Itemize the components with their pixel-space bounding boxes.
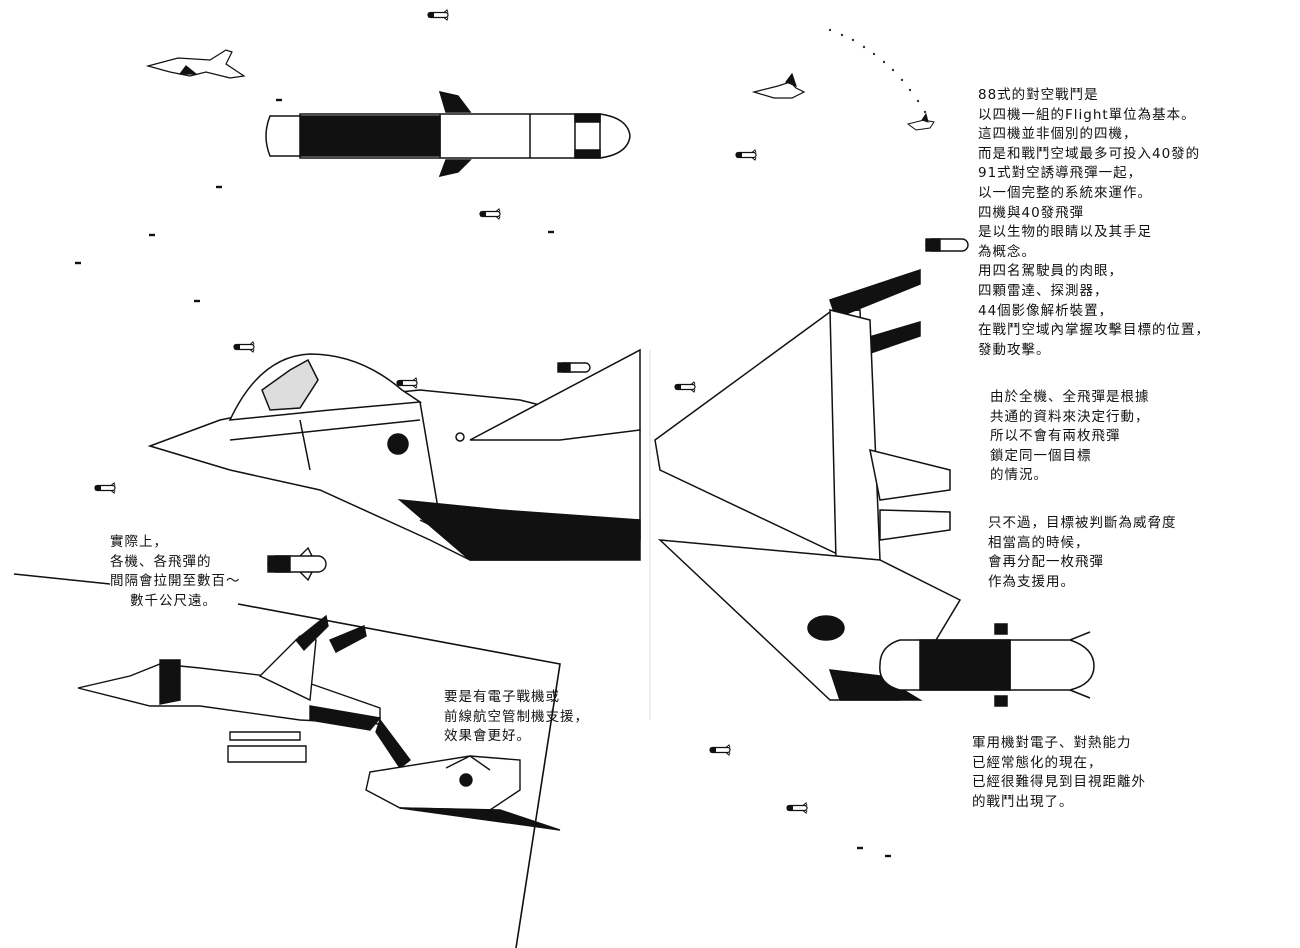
caption-line: 要是有電子戰機或 [444, 689, 560, 705]
caption-line: 會再分配一枚飛彈 [988, 554, 1104, 571]
lower-jet [77, 614, 382, 763]
caption-line: 是以生物的眼睛以及其手足 [978, 224, 1152, 241]
mid-missile-3 [925, 238, 969, 252]
lower-jet-second [365, 718, 561, 831]
mid-missile-1 [557, 362, 591, 373]
large-missile [265, 90, 631, 178]
caption-electronic-countermeasures: 軍用機對電子、對熱能力 已經常態化的現在， 已經很難得見到目視距離外 的戰鬥出現… [972, 734, 1146, 812]
caption-high-threat: 只不過，目標被判斷為威脅度 相當高的時候， 會再分配一枚飛彈 作為支援用。 [988, 514, 1177, 592]
panel-lines [13, 573, 561, 948]
caption-line: 的戰鬥出現了。 [972, 793, 1074, 810]
caption-line: 四顆雷達、探測器， [978, 282, 1109, 299]
caption-line: 前線航空管制機支援， [444, 708, 589, 725]
caption-line: 已經很難得見到目視距離外 [972, 774, 1146, 791]
caption-line: 發動攻擊。 [978, 341, 1051, 358]
caption-line: 為概念。 [978, 243, 1036, 260]
caption-line: 效果會更好。 [444, 728, 531, 745]
caption-spacing: 實際上， 各機、各飛彈的 間隔會拉開至數百～ 數千公尺遠。 [110, 533, 241, 611]
caption-line: 91式對空誘導飛彈一起， [978, 165, 1143, 182]
caption-line: 44個影像解析裝置， [978, 302, 1114, 319]
caption-line: 所以不會有兩枚飛彈 [990, 428, 1121, 445]
caption-shared-data: 由於全機、全飛彈是根據 共通的資料來決定行動， 所以不會有兩枚飛彈 鎖定同一個目… [990, 388, 1150, 486]
underwing-missile [879, 623, 1095, 707]
distant-jet-far [906, 112, 935, 131]
caption-line: 用四名駕駛員的肉眼， [978, 263, 1123, 280]
caption-line: 以四機一組的Flight單位為基本。 [978, 106, 1196, 123]
caption-line: 已經常態化的現在， [972, 754, 1103, 771]
caption-line: 88式的對空戰鬥是 [978, 87, 1099, 103]
caption-line: 間隔會拉開至數百～ [110, 573, 241, 590]
caption-line: 由於全機、全飛彈是根據 [990, 389, 1150, 405]
caption-ew-support: 要是有電子戰機或 前線航空管制機支援， 效果會更好。 [444, 688, 589, 747]
caption-line: 只不過，目標被判斷為威脅度 [988, 515, 1177, 531]
caption-88-air-combat: 88式的對空戰鬥是 以四機一組的Flight單位為基本。 這四機並非個別的四機，… [978, 86, 1210, 360]
caption-line: 以一個完整的系統來運作。 [978, 184, 1152, 201]
caption-line: 四機與40發飛彈 [978, 204, 1085, 221]
caption-line: 鎖定同一個目標 [990, 447, 1092, 464]
distant-jet-right [751, 72, 806, 99]
caption-line: 相當高的時候， [988, 534, 1090, 551]
caption-line: 各機、各飛彈的 [110, 553, 212, 570]
caption-line: 實際上， [110, 534, 168, 550]
mid-missile-2 [267, 546, 327, 582]
main-jet-left-half [147, 348, 641, 561]
caption-line: 數千公尺遠。 [130, 592, 217, 609]
caption-line: 這四機並非個別的四機， [978, 126, 1138, 143]
caption-line: 在戰鬥空域內掌握攻擊目標的位置， [978, 322, 1210, 339]
missile-trail [828, 28, 927, 114]
caption-line: 而是和戰鬥空域最多可投入40發的 [978, 145, 1201, 162]
caption-line: 共通的資料來決定行動， [990, 408, 1150, 425]
distant-jet-left [145, 49, 246, 79]
caption-line: 的情況。 [990, 467, 1048, 484]
caption-line: 作為支援用。 [988, 573, 1075, 590]
caption-line: 軍用機對電子、對熱能力 [972, 735, 1132, 751]
